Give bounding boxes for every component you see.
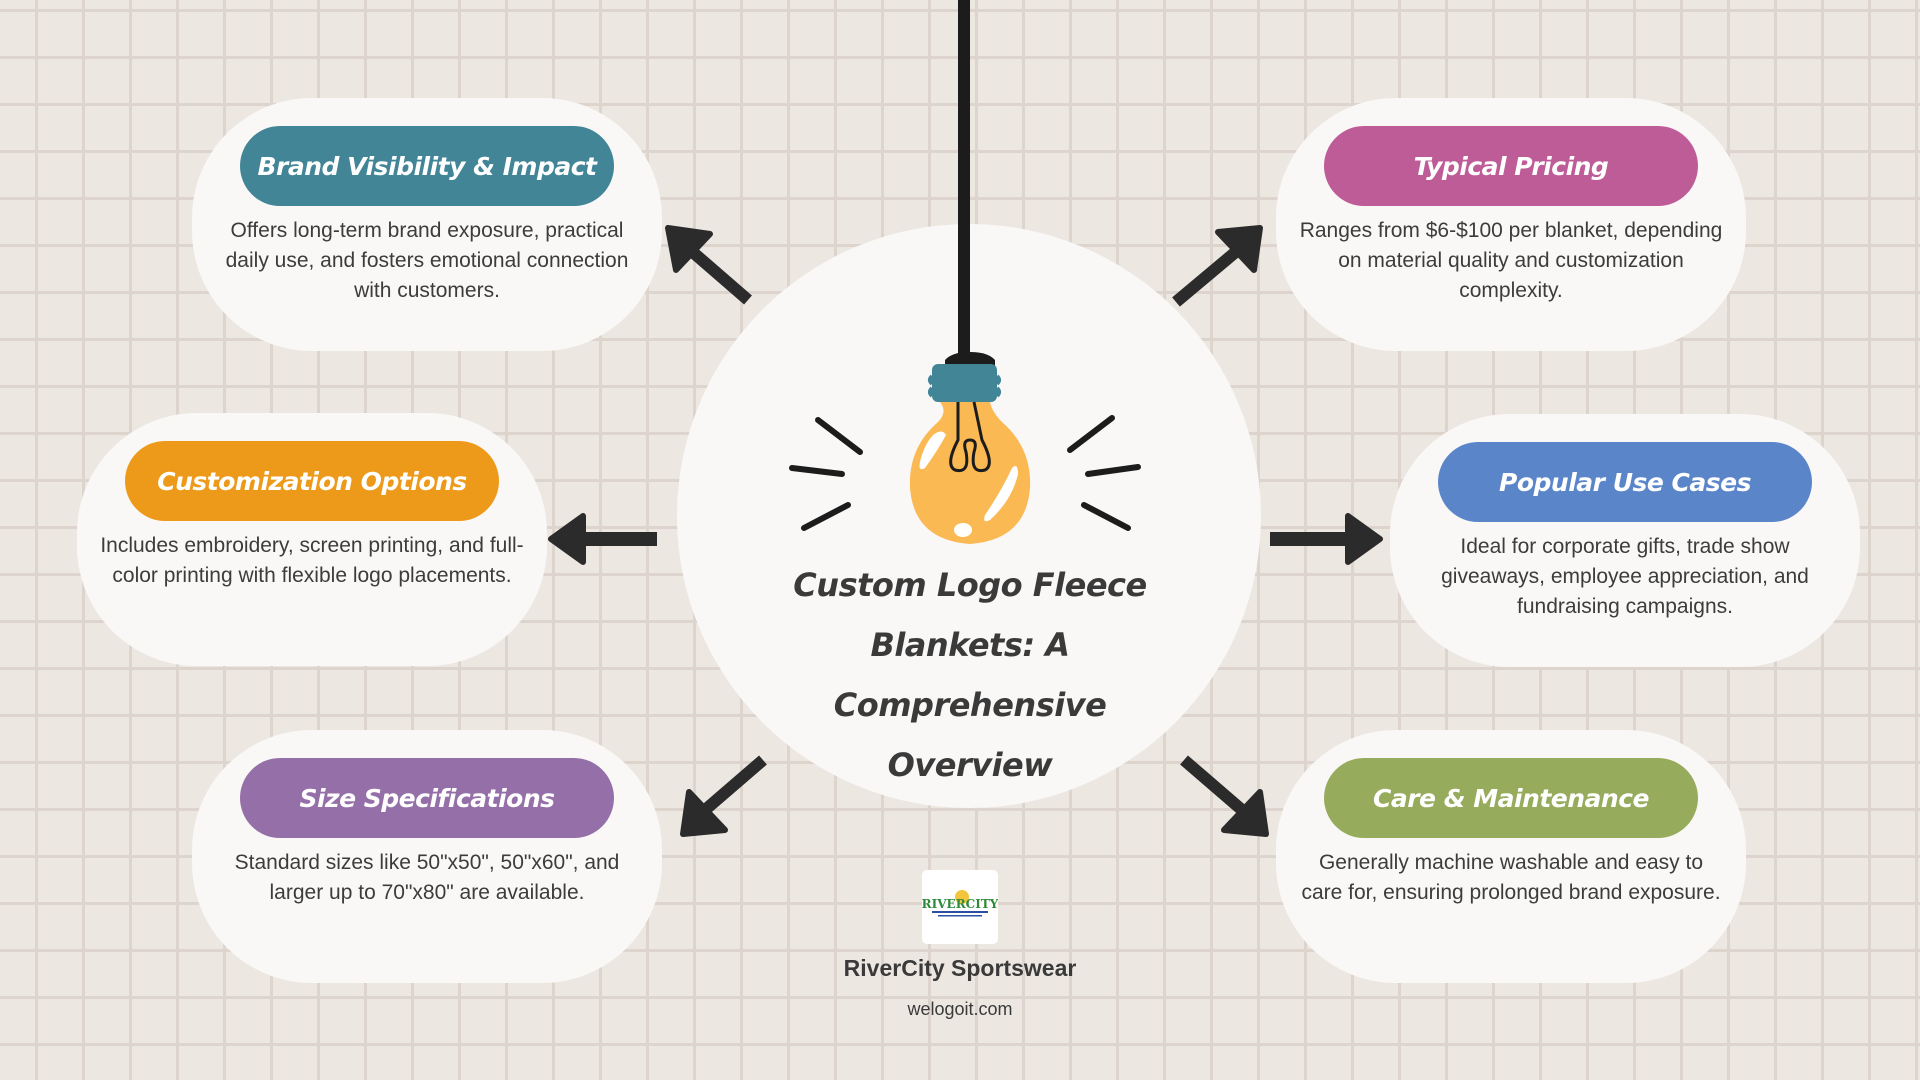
card-heading: Brand Visibility & Impact <box>240 126 614 206</box>
arrow-right-icon <box>1270 513 1383 565</box>
card-heading: Size Specifications <box>240 758 614 838</box>
title-line: Blankets: A <box>870 626 1070 664</box>
card-description: Includes embroidery, screen printing, an… <box>100 534 524 587</box>
card-description: Ideal for corporate gifts, trade show gi… <box>1441 535 1809 618</box>
card-description: Ranges from $6-$100 per blanket, dependi… <box>1299 219 1723 302</box>
card-heading: Popular Use Cases <box>1438 442 1812 522</box>
title-line: Custom Logo Fleece <box>793 566 1147 604</box>
arrow-up-right-icon <box>1172 225 1263 307</box>
company-name: RiverCity Sportswear <box>843 955 1077 981</box>
card-customization-options: Customization Options Includes embroider… <box>77 413 547 666</box>
card-heading: Typical Pricing <box>1324 126 1698 206</box>
arrow-down-right-icon <box>1180 755 1269 837</box>
rivercity-logo: RIVERCITY <box>922 870 999 944</box>
lamp-cord <box>958 0 970 365</box>
lightbulb-icon <box>789 352 1141 544</box>
rivercity-logo-icon: RIVERCITY <box>922 890 999 917</box>
card-typical-pricing: Typical Pricing Ranges from $6-$100 per … <box>1276 98 1746 351</box>
logo-text: RIVERCITY <box>922 897 998 911</box>
main-title: Custom Logo Fleece Blankets: A Comprehen… <box>760 555 1180 795</box>
card-care-maintenance: Care & Maintenance Generally machine was… <box>1276 730 1746 983</box>
card-popular-use-cases: Popular Use Cases Ideal for corporate gi… <box>1390 414 1860 667</box>
arrow-left-icon <box>548 513 657 565</box>
company-url[interactable]: welogoit.com <box>907 999 1013 1019</box>
title-line: Comprehensive Overview <box>833 686 1107 784</box>
card-description: Offers long-term brand exposure, practic… <box>225 219 629 302</box>
arrow-down-left-icon <box>680 755 767 837</box>
card-description: Generally machine washable and easy to c… <box>1301 851 1721 904</box>
card-description: Standard sizes like 50"x50", 50"x60", an… <box>234 851 620 904</box>
card-brand-visibility: Brand Visibility & Impact Offers long-te… <box>192 98 662 351</box>
card-heading: Care & Maintenance <box>1324 758 1698 838</box>
arrow-up-left-icon <box>665 225 752 305</box>
card-size-specifications: Size Specifications Standard sizes like … <box>192 730 662 983</box>
card-heading: Customization Options <box>125 441 499 521</box>
